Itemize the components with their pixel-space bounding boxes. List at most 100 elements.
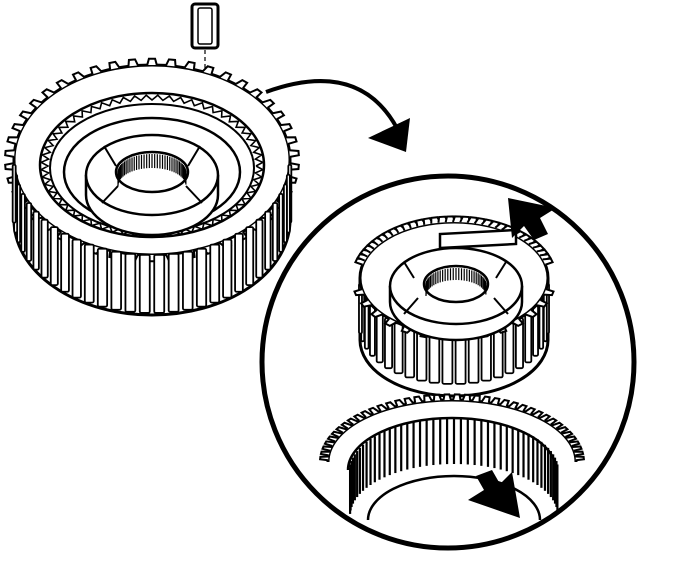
gear-tooth [28, 98, 43, 109]
side-gear-teeth [11, 163, 293, 314]
sleeve-tooth [352, 413, 365, 422]
sleeve-tooth [323, 440, 335, 447]
hub-side-tooth [404, 326, 416, 379]
hub-tooth [536, 299, 549, 308]
sleeve-top-teeth [319, 393, 585, 462]
detail-circle [259, 173, 637, 551]
hub-tooth [383, 317, 397, 328]
sleeve-tooth [423, 394, 433, 402]
hub-side-tooth [416, 329, 428, 382]
synchronizer-assembly [4, 57, 300, 317]
side-tooth [124, 252, 137, 313]
sleeve-tooth [442, 393, 452, 401]
sleeve-tooth [499, 398, 511, 407]
sleeve-tooth [432, 393, 443, 401]
side-tooth [11, 163, 17, 224]
hub-side-tooth [542, 290, 548, 343]
sleeve-tooth [532, 409, 545, 419]
side-tooth [153, 253, 166, 314]
gear-tooth [108, 60, 121, 70]
sleeve-tooth [561, 430, 574, 438]
sleeve-tooth [334, 426, 347, 434]
gear-tooth [40, 88, 55, 99]
gear-tooth [165, 58, 177, 67]
gear-tooth [71, 71, 86, 82]
hub-tooth [359, 299, 372, 308]
sleeve-tooth [461, 393, 472, 401]
sleeve-tooth [551, 421, 564, 430]
gear-tooth [261, 98, 276, 109]
sleeve-tooth [375, 403, 388, 412]
bore-spline [425, 268, 487, 296]
gear-tooth [249, 88, 264, 99]
hub-side-tooth [375, 311, 384, 364]
side-tooth [40, 218, 49, 279]
hub-tooth [353, 288, 365, 297]
sleeve-tooth [524, 406, 537, 415]
sleeve-tooth [566, 435, 578, 443]
side-tooth [32, 210, 40, 271]
indicator-arrow-bottom [468, 470, 520, 518]
sleeve-tooth [452, 393, 462, 401]
side-tooth [271, 202, 279, 262]
gear-tooth [127, 58, 139, 67]
side-tooth [83, 243, 95, 304]
synchronizer-hub [353, 215, 555, 398]
sleeve-tooth [471, 394, 481, 402]
side-tooth [255, 218, 264, 279]
sleeve-tooth [367, 406, 380, 415]
side-tooth [71, 238, 82, 299]
side-tooth [245, 226, 255, 286]
inner-spline-teeth [39, 94, 265, 238]
hub-side-tooth [441, 332, 454, 385]
gear-tooth [286, 136, 298, 145]
key-insert [190, 2, 220, 140]
gear-tooth [280, 123, 293, 133]
sleeve-tooth [403, 396, 414, 405]
side-tooth [96, 247, 109, 308]
side-tooth [167, 252, 180, 313]
side-tooth [282, 183, 288, 244]
side-tooth [195, 247, 208, 308]
sleeve-tooth [340, 421, 353, 430]
hub-tooth [511, 317, 525, 328]
sleeve-tooth [480, 395, 491, 403]
sleeve-tooth [319, 455, 329, 462]
sleeve-tooth [321, 445, 332, 452]
gear-tooth [89, 65, 103, 75]
gear-tooth [55, 78, 70, 90]
sleeve-ring [319, 393, 585, 521]
sleeve-tooth [393, 398, 405, 407]
sleeve-tooth [319, 450, 330, 457]
hub-tooth [369, 309, 383, 319]
hub-tooth [542, 257, 554, 266]
gear-tooth [218, 71, 233, 82]
inner-spline-ring [39, 94, 265, 238]
side-tooth [264, 210, 272, 271]
gear-tooth [6, 136, 18, 145]
gear-tooth [234, 78, 249, 90]
hub-side-tooth [428, 331, 441, 384]
sleeve-tooth [330, 430, 343, 438]
sleeve-tooth [572, 445, 583, 452]
sleeve-tooth [326, 435, 338, 443]
side-tooth [60, 232, 70, 293]
sleeve-tooth [346, 417, 359, 426]
indicator-arrow-top [508, 198, 556, 240]
gear-tooth [146, 57, 158, 66]
sleeve-tooth [516, 403, 529, 412]
sleeve-tooth [539, 413, 552, 422]
hub-tooth [525, 309, 539, 319]
gear-tooth [289, 149, 300, 158]
bore-spline [117, 154, 187, 186]
hub-side-tooth [454, 332, 467, 385]
sleeve-tooth [413, 395, 424, 403]
sleeve-tooth [575, 455, 585, 462]
gear-tooth [4, 149, 15, 158]
side-tooth [25, 202, 33, 262]
side-tooth [49, 226, 59, 286]
side-tooth [278, 192, 284, 253]
gear-tooth [201, 65, 215, 75]
